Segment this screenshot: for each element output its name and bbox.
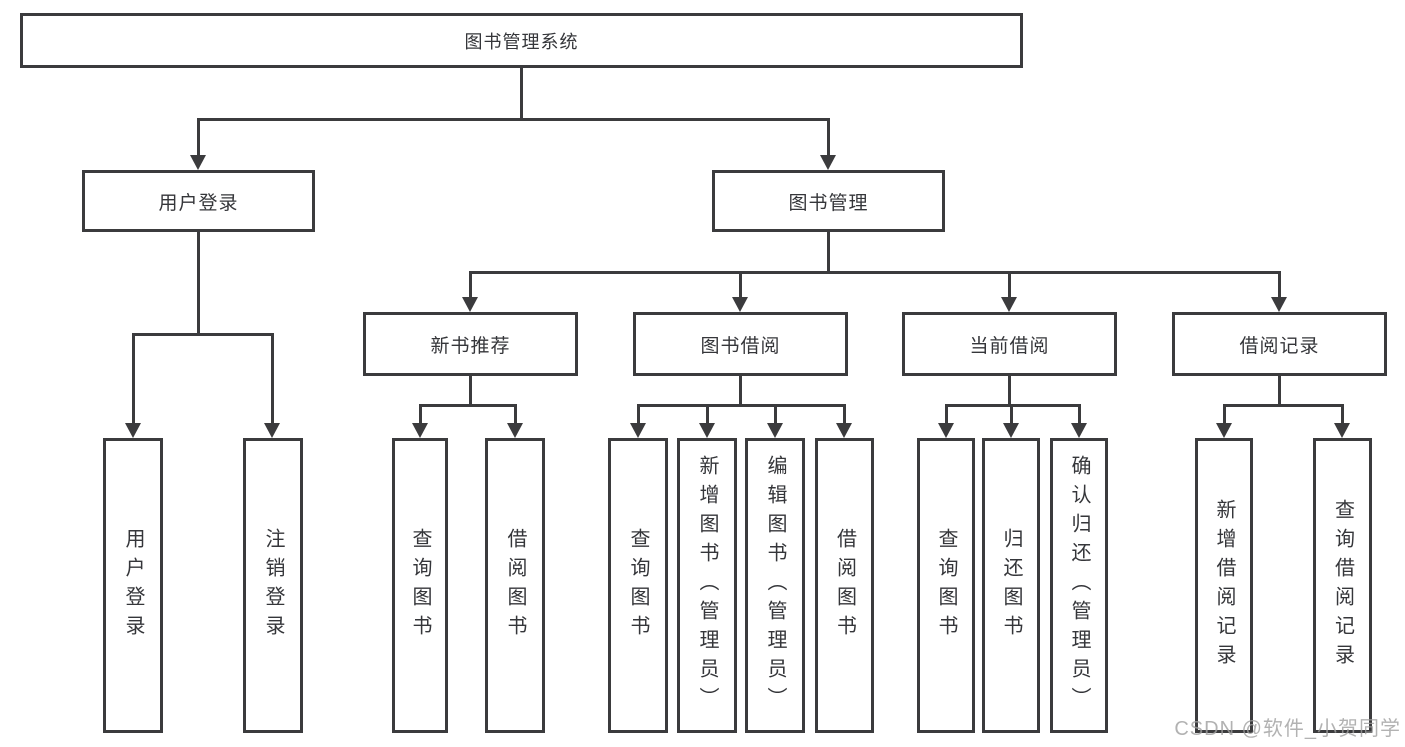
arrowhead-icon (1071, 423, 1087, 438)
connector-line (843, 404, 846, 425)
connector-line (739, 376, 742, 407)
arrowhead-icon (732, 297, 748, 312)
leaf-user-login: 用户登录 (103, 438, 163, 733)
arrowhead-icon (1003, 423, 1019, 438)
leaf-add-book-admin: 新增图书（管理员） (677, 438, 737, 733)
leaf-label: 编辑图书（管理员） (764, 455, 786, 716)
connector-line (132, 333, 274, 336)
connector-line (1223, 404, 1344, 407)
leaf-label: 查询图书 (409, 527, 431, 644)
arrowhead-icon (412, 423, 428, 438)
node-user-login: 用户登录 (82, 170, 315, 232)
leaf-logout: 注销登录 (243, 438, 303, 733)
connector-line (132, 333, 135, 425)
node-new-book-recommend: 新书推荐 (363, 312, 578, 376)
arrowhead-icon (1271, 297, 1287, 312)
arrowhead-icon (699, 423, 715, 438)
node-book-management: 图书管理 (712, 170, 945, 232)
leaf-label: 注销登录 (262, 527, 284, 644)
leaf-borrow-books-recommend: 借阅图书 (485, 438, 545, 733)
connector-line (197, 118, 830, 121)
node-label: 当前借阅 (969, 335, 1050, 357)
connector-line (469, 271, 1281, 274)
connector-line (1278, 376, 1281, 407)
leaf-borrow-books: 借阅图书 (815, 438, 874, 733)
leaf-query-books-current: 查询图书 (917, 438, 975, 733)
leaf-label: 查询图书 (627, 527, 649, 644)
connector-line (1010, 404, 1013, 425)
node-current-borrow: 当前借阅 (902, 312, 1117, 376)
leaf-label: 归还图书 (1000, 527, 1022, 644)
connector-line (514, 404, 517, 425)
leaf-label: 新增图书（管理员） (696, 455, 718, 716)
arrowhead-icon (836, 423, 852, 438)
leaf-label: 确认归还（管理员） (1068, 455, 1090, 716)
node-label: 图书借阅 (700, 335, 781, 357)
leaf-query-books-borrow: 查询图书 (608, 438, 668, 733)
arrowhead-icon (767, 423, 783, 438)
arrowhead-icon (462, 297, 478, 312)
node-borrow-records: 借阅记录 (1172, 312, 1387, 376)
leaf-label: 查询图书 (935, 527, 957, 644)
node-label: 图书管理系统 (464, 31, 579, 52)
arrowhead-icon (938, 423, 954, 438)
node-label: 借阅记录 (1239, 335, 1320, 357)
arrowhead-icon (1216, 423, 1232, 438)
connector-line (637, 404, 846, 407)
connector-line (469, 271, 472, 299)
connector-line (1223, 404, 1226, 425)
connector-line (827, 118, 830, 158)
leaf-edit-book-admin: 编辑图书（管理员） (745, 438, 805, 733)
leaf-query-books-recommend: 查询图书 (392, 438, 448, 733)
arrowhead-icon (507, 423, 523, 438)
leaf-label: 新增借阅记录 (1213, 498, 1235, 673)
arrowhead-icon (630, 423, 646, 438)
connector-line (1341, 404, 1344, 425)
arrowhead-icon (1334, 423, 1350, 438)
connector-line (1078, 404, 1081, 425)
arrowhead-icon (1001, 297, 1017, 312)
node-label: 用户登录 (158, 192, 239, 214)
connector-line (1008, 271, 1011, 299)
leaf-label: 借阅图书 (504, 527, 526, 644)
node-label: 新书推荐 (430, 335, 511, 357)
connector-line (419, 404, 517, 407)
connector-line (469, 376, 472, 407)
leaf-return-book: 归还图书 (982, 438, 1040, 733)
node-root: 图书管理系统 (20, 13, 1023, 68)
connector-line (419, 404, 422, 425)
node-label: 图书管理 (788, 192, 869, 214)
connector-line (706, 404, 709, 425)
arrowhead-icon (264, 423, 280, 438)
leaf-add-borrow-record: 新增借阅记录 (1195, 438, 1253, 733)
arrowhead-icon (820, 155, 836, 170)
node-book-borrow: 图书借阅 (633, 312, 848, 376)
connector-line (637, 404, 640, 425)
leaf-label: 查询借阅记录 (1331, 498, 1354, 673)
arrowhead-icon (125, 423, 141, 438)
leaf-label: 借阅图书 (833, 527, 856, 644)
connector-line (774, 404, 777, 425)
connector-line (197, 118, 200, 158)
connector-line (271, 333, 274, 425)
leaf-confirm-return-admin: 确认归还（管理员） (1050, 438, 1108, 733)
connector-line (1008, 376, 1011, 407)
connector-line (739, 271, 742, 299)
leaf-label: 用户登录 (122, 527, 144, 644)
connector-line (1278, 271, 1281, 299)
leaf-query-borrow-record: 查询借阅记录 (1313, 438, 1372, 733)
connector-line (197, 232, 200, 336)
arrowhead-icon (190, 155, 206, 170)
connector-line (827, 232, 830, 274)
connector-line (520, 68, 523, 120)
connector-line (945, 404, 948, 425)
connector-line (945, 404, 1081, 407)
